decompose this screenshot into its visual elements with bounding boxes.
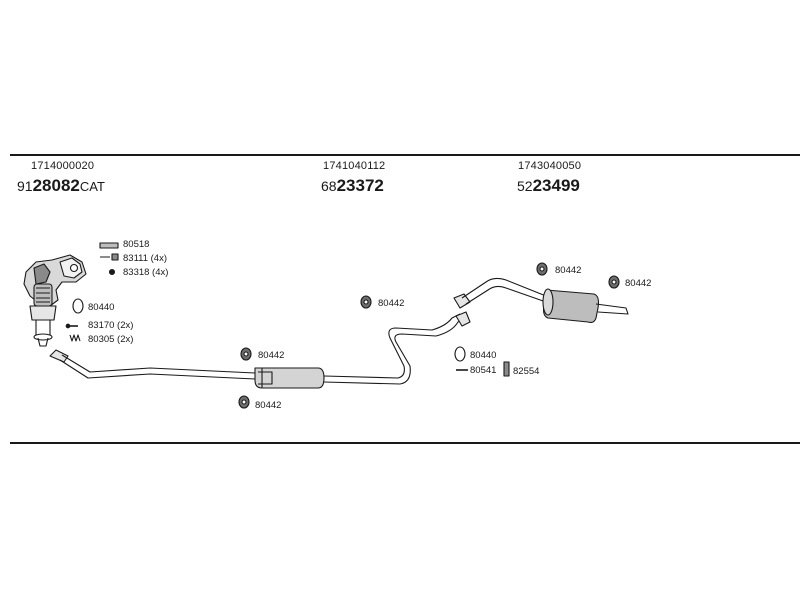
part-code-front: 9128082CAT [17,177,105,195]
part-code-main: 23499 [532,176,580,195]
ref-number-front: 1714000020 [31,160,95,172]
part-code-middle: 6823372 [321,177,384,195]
part-label: 80442 [378,298,405,309]
part-label: 80442 [625,278,652,289]
part-code-rear: 5223499 [517,177,580,195]
part-label: 83318 (4x) [123,267,169,278]
nut-icon [108,268,116,276]
bolt-small-icon [65,323,78,329]
part-label: 80541 [470,365,497,376]
rear-silencer-icon [542,288,629,324]
part-code-prefix: 52 [517,178,533,194]
ref-number-middle: 1741040112 [323,160,386,172]
gasket-ring-icon [454,346,466,362]
catalytic-converter-icon [23,254,87,347]
clamp-icon [503,361,510,377]
part-code-prefix: 91 [17,178,33,194]
part-label: 80442 [258,350,285,361]
rubber-hanger-icon [608,275,620,289]
rubber-hanger-icon [536,262,548,276]
part-code-main: 23372 [336,176,384,195]
front-pipe-icon [49,349,256,380]
rubber-hanger-icon [360,295,372,309]
middle-silencer-icon [254,367,325,389]
part-label: 80305 (2x) [88,334,134,345]
part-label: 83170 (2x) [88,320,134,331]
part-code-main: 28082 [32,176,80,195]
part-label: 83111 (4x) [123,253,168,264]
part-label: 80442 [555,265,582,276]
bolt-icon [100,253,119,261]
bottom-divider [10,442,800,444]
clamp-icon [99,242,119,249]
part-code-suffix: CAT [79,179,105,194]
top-divider [10,154,800,156]
gasket-ring-icon [72,298,84,314]
rear-pipe-icon [453,277,547,309]
center-pipe-icon [323,311,471,385]
part-label: 80442 [255,400,282,411]
rubber-hanger-icon [238,395,250,409]
spring-icon [69,334,81,342]
part-label: 80518 [123,239,150,250]
rubber-hanger-icon [240,347,252,361]
ref-number-rear: 1743040050 [518,160,582,172]
part-label: 80440 [470,350,497,361]
part-code-prefix: 68 [321,178,337,194]
part-label: 80440 [88,302,115,313]
part-label: 82554 [513,366,540,377]
